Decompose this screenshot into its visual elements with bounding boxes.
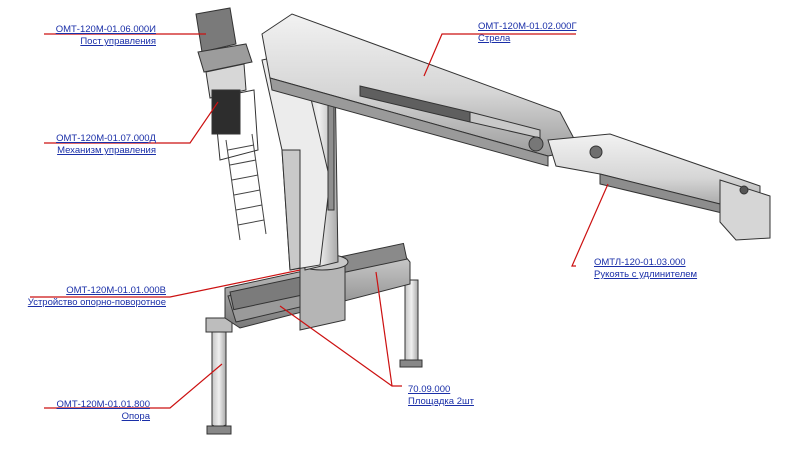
outrigger-legs [205, 279, 423, 435]
callout-code[interactable]: ОМТЛ-120-01.03.000 [594, 257, 686, 268]
crane-column [261, 51, 339, 271]
callout-name[interactable]: Стрела [478, 33, 511, 44]
callout-control-mechanism: ОМТ-120М-01.07.000Д Механизм управления [40, 133, 156, 157]
callout-name[interactable]: Рукоять с удлинителем [594, 269, 698, 280]
callout-name[interactable]: Площадка 2шт [408, 396, 474, 407]
callout-code[interactable]: ОМТ-120М-01.07.000Д [56, 133, 156, 144]
callout-name[interactable]: Механизм управления [57, 145, 156, 156]
callout-code[interactable]: ОМТ-120М-01.01.800 [56, 399, 150, 410]
callout-name[interactable]: Устройство опорно-поворотное [27, 297, 166, 308]
callout-jib-extension: ОМТЛ-120-01.03.000 Рукоять с удлинителем [594, 257, 697, 281]
control-post-drawing [195, 7, 267, 241]
callout-name[interactable]: Опора [121, 411, 150, 422]
leader-lines [30, 33, 609, 409]
callout-control-post: ОМТ-120М-01.06.000И Пост управления [40, 24, 156, 48]
callout-name[interactable]: Пост управления [80, 36, 156, 47]
callout-platform: 70.09.000 Площадка 2шт [408, 384, 474, 408]
callout-code[interactable]: ОМТ-120М-01.01.000В [66, 285, 166, 296]
callout-code[interactable]: ОМТ-120М-01.06.000И [55, 24, 156, 35]
jib-drawing [547, 133, 771, 241]
callout-code[interactable]: ОМТ-120М-01.02.000Г [478, 21, 577, 32]
callout-slewing-device: ОМТ-120М-01.01.000В Устройство опорно-по… [22, 285, 166, 309]
callout-code[interactable]: 70.09.000 [408, 384, 451, 395]
callout-boom: ОМТ-120М-01.02.000Г Стрела [478, 21, 577, 45]
callout-outrigger: ОМТ-120М-01.01.800 Опора [40, 399, 150, 423]
